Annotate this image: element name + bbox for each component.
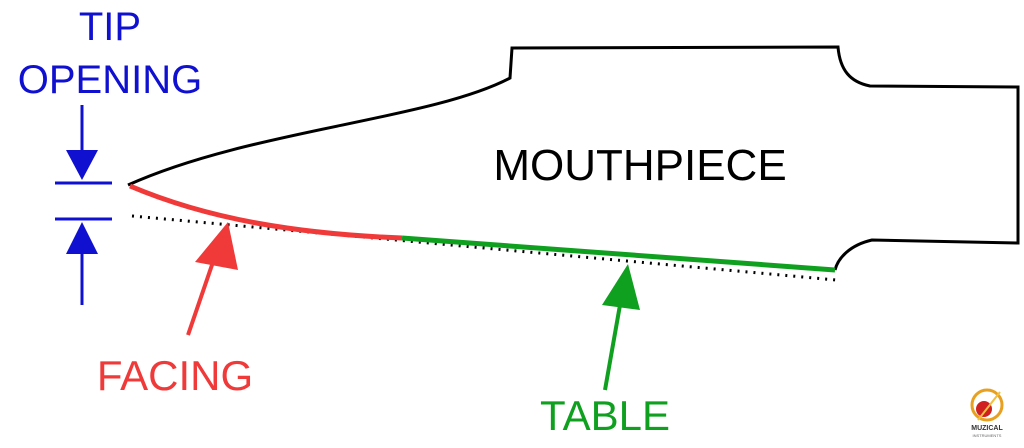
muzical-logo: MUZICAL INSTRUMENTS: [970, 388, 1004, 438]
tip-label-line1: TIP: [79, 5, 141, 49]
table-arrow: [602, 264, 640, 391]
mouthpiece-outline: [127, 45, 1020, 271]
facing-curve: [129, 183, 403, 241]
facing-label: FACING: [97, 352, 253, 399]
tip-label-line2: OPENING: [18, 58, 202, 102]
facing-arrow: [186, 222, 238, 336]
table-label: TABLE: [540, 392, 670, 439]
table-line: [401, 235, 836, 273]
mouthpiece-label: MOUTHPIECE: [493, 141, 786, 190]
svg-text:MUZICAL: MUZICAL: [971, 425, 1003, 432]
svg-text:INSTRUMENTS: INSTRUMENTS: [973, 433, 1002, 438]
tip-opening-indicator: [55, 105, 112, 305]
reference-dotted-line: [131, 214, 837, 282]
